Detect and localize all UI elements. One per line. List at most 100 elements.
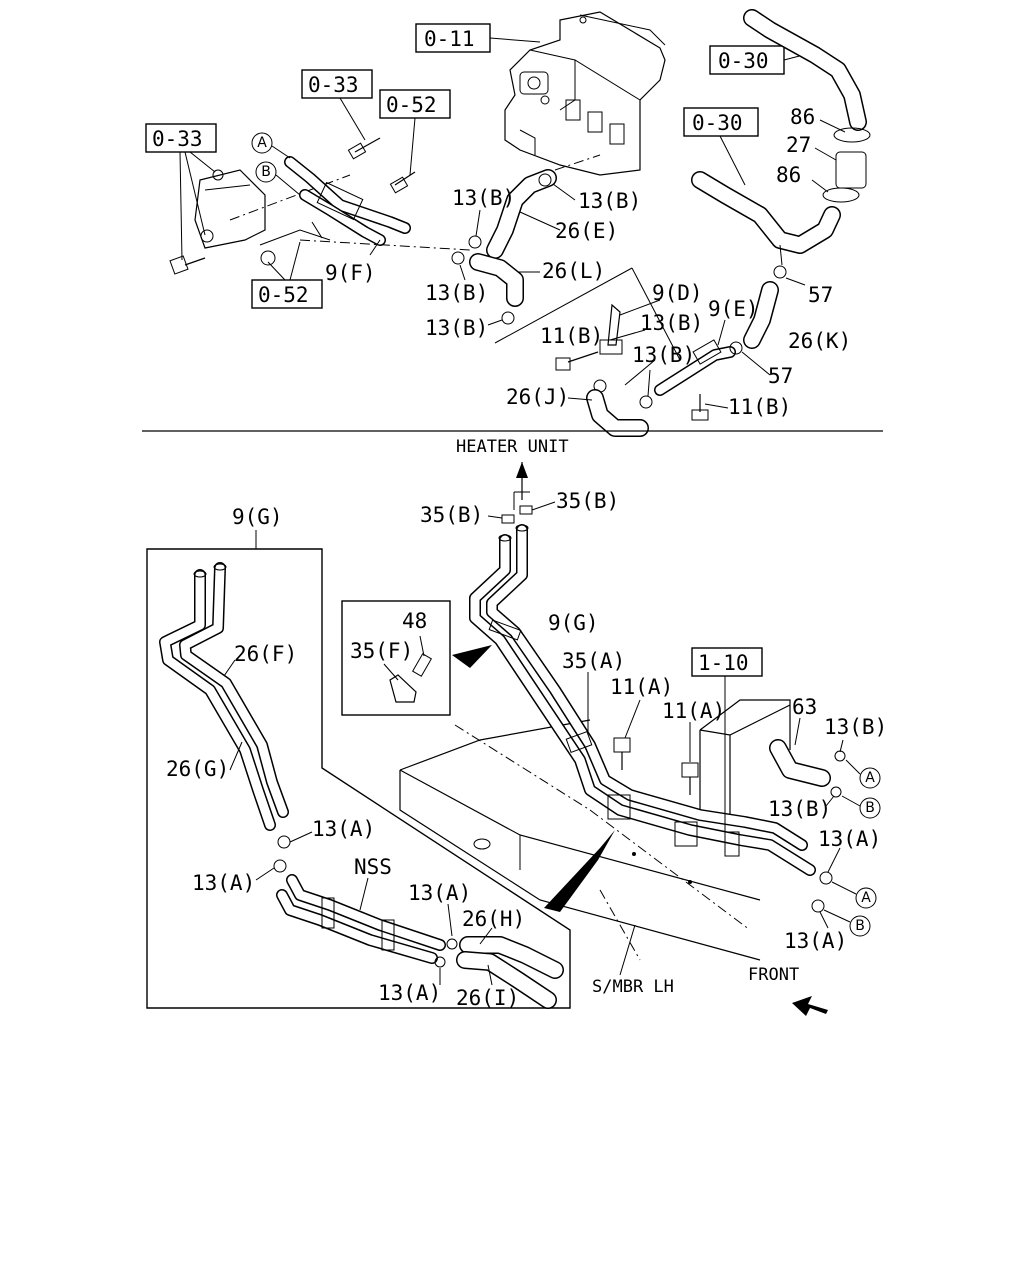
ref-0-30-top: 0-30: [718, 49, 769, 73]
label-86-a: 86: [790, 105, 815, 129]
label-57-b: 57: [768, 364, 793, 388]
ref-box-0-30-mid: [683, 107, 759, 137]
label-13B-4: 13(B): [425, 316, 488, 340]
ref-0-33-b: 0-33: [152, 127, 203, 151]
ref-box-0-33-a: [301, 69, 373, 99]
label-9F: 9(F): [325, 261, 376, 285]
label-26H: 26(H): [462, 907, 525, 931]
label-13B-6: 13(B): [632, 343, 695, 367]
label-13B-1: 13(B): [452, 186, 515, 210]
label-13A-2: 13(A): [784, 929, 847, 953]
pipe-9F: [284, 156, 411, 246]
label-11A-2: 11(A): [662, 699, 725, 723]
label-63: 63: [792, 695, 817, 719]
label-11B-2: 11(B): [728, 395, 791, 419]
clip-35B: [519, 505, 533, 515]
pipe-9E: [639, 281, 779, 421]
label-35F: 35(F): [350, 639, 413, 663]
label-35A: 35(A): [562, 649, 625, 673]
ref-box-0-33-b: [145, 123, 217, 153]
label-13B-7: 13(B): [824, 715, 887, 739]
svg-text:A: A: [861, 890, 871, 906]
svg-text:B: B: [261, 164, 271, 180]
marker-A-right1: A: [859, 767, 881, 789]
label-13A-1: 13(A): [818, 827, 881, 851]
label-13B-3: 13(B): [425, 281, 488, 305]
clip-35F-detail: [383, 635, 433, 703]
label-11A-1: 11(A): [610, 675, 673, 699]
label-26F: 26(F): [234, 642, 297, 666]
clamp-13A: [811, 899, 825, 913]
label-9G-b: 9(G): [548, 611, 599, 635]
clamp-57: [773, 265, 787, 279]
front-arrow-icon: [792, 996, 828, 1016]
clamp-13B: [834, 750, 846, 762]
label-13A-5: 13(A): [408, 881, 471, 905]
bolt-11A: [613, 699, 699, 884]
inset-clip-detail: [341, 600, 451, 716]
hose-26E: [486, 169, 557, 259]
label-13B-2: 13(B): [578, 189, 641, 213]
fitting-9D: [593, 303, 623, 393]
ref-box-0-30-top: [709, 45, 785, 75]
hose-27: [835, 151, 867, 189]
label-48: 48: [402, 609, 427, 633]
label-26J: 26(J): [506, 385, 569, 409]
ref-0-52-b: 0-52: [258, 283, 309, 307]
label-13B-5: 13(B): [640, 311, 703, 335]
clamp-13A: [819, 871, 833, 885]
label-11B-1: 11(B): [540, 324, 603, 348]
ref-0-30-mid: 0-30: [692, 111, 743, 135]
label-35B-b: 35(B): [556, 489, 619, 513]
label-86-b: 86: [776, 163, 801, 187]
ref-box-0-52-a: [379, 89, 451, 119]
marker-A-right2: A: [855, 887, 877, 909]
heater-unit-arrow: [513, 462, 530, 510]
clamp-13B: [830, 786, 842, 798]
label-13A-4: 13(A): [192, 871, 255, 895]
svg-text:A: A: [257, 135, 267, 151]
ref-box-0-52-b: [251, 279, 323, 309]
svg-text:A: A: [865, 770, 875, 786]
ref-1-10: 1-10: [698, 651, 749, 675]
hose-26J: [586, 389, 649, 437]
ref-0-33-a: 0-33: [308, 73, 359, 97]
clamp-13B: [501, 311, 515, 325]
svg-text:B: B: [855, 918, 865, 934]
engine-block: [504, 11, 666, 176]
label-13B-8: 13(B): [768, 797, 831, 821]
clamp-57: [729, 341, 743, 355]
water-outlet-pipe: [691, 9, 871, 266]
label-heater-unit: HEATER UNIT: [456, 437, 569, 457]
label-13A-3: 13(A): [312, 817, 375, 841]
label-26E: 26(E): [555, 219, 618, 243]
stud-bolts: [347, 137, 416, 194]
mounting-bracket: [169, 169, 471, 275]
label-9E: 9(E): [708, 297, 759, 321]
ref-0-11: 0-11: [424, 27, 475, 51]
label-57-a: 57: [808, 283, 833, 307]
detail-pointer-2: [544, 830, 615, 912]
marker-B-top: B: [255, 161, 277, 183]
clamp-13B: [538, 173, 552, 187]
svg-text:B: B: [865, 800, 875, 816]
hose-63: [769, 739, 846, 913]
clamp-13B: [451, 251, 465, 265]
clamp-13B: [639, 395, 653, 409]
clip-35B: [501, 514, 515, 524]
label-front: FRONT: [748, 965, 799, 985]
label-9D: 9(D): [652, 281, 703, 305]
ref-box-0-11: [415, 23, 491, 53]
label-26I: 26(I): [456, 986, 519, 1010]
label-27: 27: [786, 133, 811, 157]
label-26G: 26(G): [166, 757, 229, 781]
label-26K: 26(K): [788, 329, 851, 353]
label-nss: NSS: [354, 855, 392, 879]
label-9G-a: 9(G): [232, 505, 283, 529]
detail-pointer: [452, 645, 492, 668]
ref-0-52-a: 0-52: [386, 93, 437, 117]
clamp-13B: [468, 235, 482, 249]
marker-B-right2: B: [849, 915, 871, 937]
bolt-11B: [555, 351, 599, 371]
hose-26L: [469, 253, 524, 307]
